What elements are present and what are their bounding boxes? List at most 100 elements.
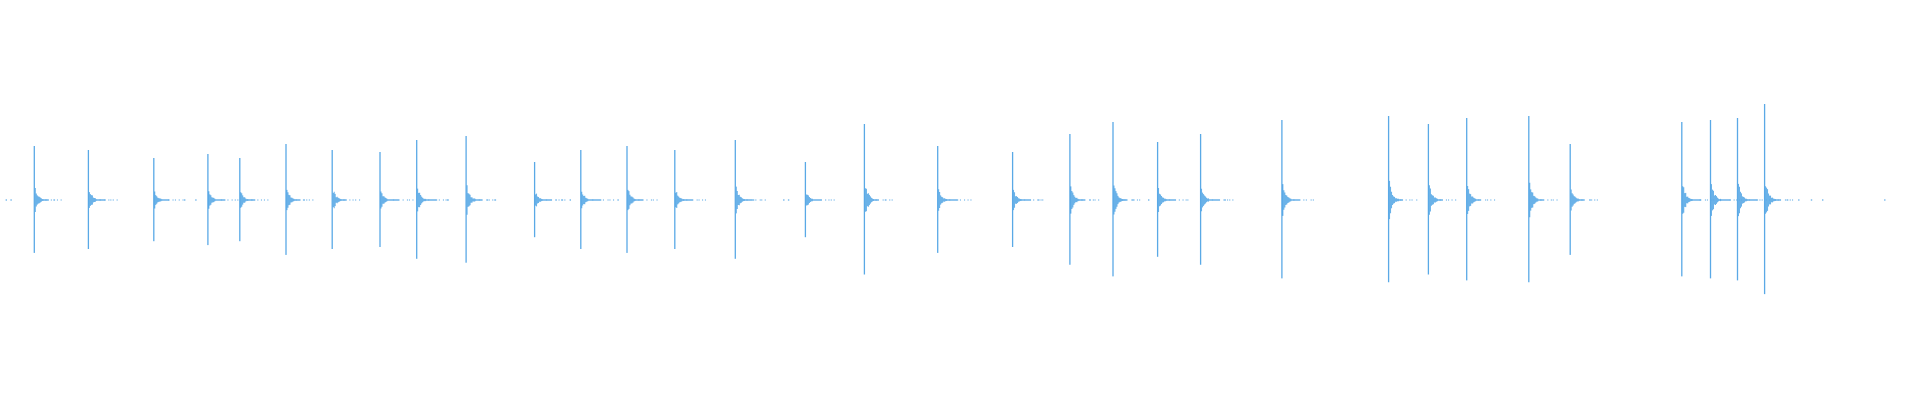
waveform-noise-dot (1040, 199, 1042, 201)
waveform-noise-dot (564, 199, 566, 201)
waveform-speck (1132, 199, 1134, 201)
waveform-noise-dot (112, 199, 114, 201)
waveform-noise-dot (1594, 199, 1596, 201)
waveform-tail (154, 191, 170, 209)
waveform-speck (104, 199, 106, 201)
waveform-noise-dot (825, 199, 827, 201)
waveform-noise-dot (1182, 199, 1184, 201)
waveform-noise-dot (1185, 199, 1187, 201)
waveform-noise-dot (402, 199, 404, 201)
waveform-noise-dot (1310, 199, 1312, 201)
waveform-noise-dot (263, 199, 265, 201)
waveform-noise-dot (442, 199, 444, 201)
waveform-noise-dot (833, 199, 835, 201)
waveform-noise-dot (764, 199, 766, 201)
waveform-noise-dot (1092, 199, 1094, 201)
waveform-noise-dot (1487, 199, 1489, 201)
waveform-noise-dot (406, 199, 408, 201)
waveform-noise-dot (702, 199, 704, 201)
waveform-noise-dot (602, 199, 604, 201)
waveform-noise-dot (1768, 199, 1770, 201)
waveform-tail (332, 191, 347, 209)
waveform-noise-dot (1761, 199, 1763, 201)
waveform-noise-dot (1706, 199, 1708, 201)
waveform-transient (331, 150, 361, 249)
waveform-noise-dot (174, 199, 176, 201)
waveform-transient (1199, 134, 1234, 265)
waveform-tail (1158, 188, 1177, 212)
waveform-speck (1798, 199, 1800, 201)
waveform-noise-dot (884, 199, 886, 201)
waveform-speck (220, 199, 223, 201)
waveform-noise-dot (882, 199, 884, 201)
waveform-transient (863, 124, 893, 275)
waveform-speck (392, 199, 395, 201)
waveform-noise-dot (438, 199, 440, 201)
waveform-noise-dot (1136, 199, 1138, 201)
waveform-noise-dot (1409, 199, 1411, 201)
waveform-noise-dot (355, 199, 357, 201)
waveform-noise-dot (1089, 199, 1091, 201)
waveform-transient (239, 158, 269, 242)
waveform-noise-dot (1765, 199, 1767, 201)
waveform-noise-dot (447, 199, 449, 201)
waveform-transient (1569, 144, 1598, 255)
waveform-transient (1763, 104, 1794, 295)
waveform-tail (1113, 185, 1128, 215)
waveform-transient (1681, 122, 1715, 277)
waveform-noise-dot (494, 199, 496, 201)
waveform-noise-dot (302, 199, 304, 201)
waveform-noise-dot (1494, 199, 1496, 201)
waveform-transient (1011, 152, 1044, 247)
waveform-noise-dot (1451, 199, 1453, 201)
waveform-noise-dot (650, 199, 652, 201)
waveform-noise-dot (1547, 199, 1549, 201)
waveform-transient (734, 140, 766, 259)
waveform-transient (937, 146, 972, 253)
waveform-tail (1282, 184, 1301, 216)
waveform-noise-dot (1133, 199, 1135, 201)
waveform-speck (1756, 199, 1759, 201)
waveform-noise-dot (1187, 199, 1189, 201)
waveform-speck (1777, 199, 1779, 201)
waveform-noise-dot (1229, 199, 1231, 201)
waveform-transient (533, 162, 566, 238)
waveform-noise-dot (182, 199, 184, 201)
waveform-speck (783, 199, 785, 201)
waveform-noise-dot (652, 199, 654, 201)
waveform-speck (5, 199, 7, 201)
waveform-noise-dot (830, 199, 832, 201)
waveform-noise-dot (267, 199, 269, 201)
waveform-noise-dot (50, 199, 52, 201)
waveform-tail (1529, 182, 1545, 218)
waveform-tail (581, 191, 601, 209)
waveform-noise-dot (412, 199, 414, 201)
waveform-noise-dot (959, 199, 961, 201)
waveform-noise-dot (408, 199, 410, 201)
waveform-noise-dot (54, 199, 56, 201)
waveform-transient (1069, 134, 1100, 265)
waveform-transient (1736, 118, 1770, 281)
waveform-tail (380, 191, 400, 209)
waveform-tail (286, 189, 301, 211)
waveform-transient (33, 146, 62, 253)
waveform-speck (1786, 199, 1789, 201)
waveform-noise-dot (889, 199, 891, 201)
waveform-speck (1038, 199, 1040, 201)
waveform-noise-dot (1552, 199, 1554, 201)
waveform-noise-dot (234, 199, 236, 201)
waveform-transient (1466, 118, 1496, 281)
waveform-noise-dot (656, 199, 658, 201)
waveform-transient (1281, 120, 1314, 279)
waveform-noise-dot (1736, 199, 1738, 201)
waveform-noise-dot (1759, 199, 1761, 201)
waveform-speck (1884, 199, 1886, 201)
waveform-speck (617, 199, 619, 201)
waveform-speck (1822, 199, 1824, 201)
waveform-noise-dot (257, 199, 259, 201)
waveform-tail (34, 188, 49, 212)
waveform-noise-dot (1037, 199, 1039, 201)
waveform-noise-dot (1178, 199, 1180, 201)
